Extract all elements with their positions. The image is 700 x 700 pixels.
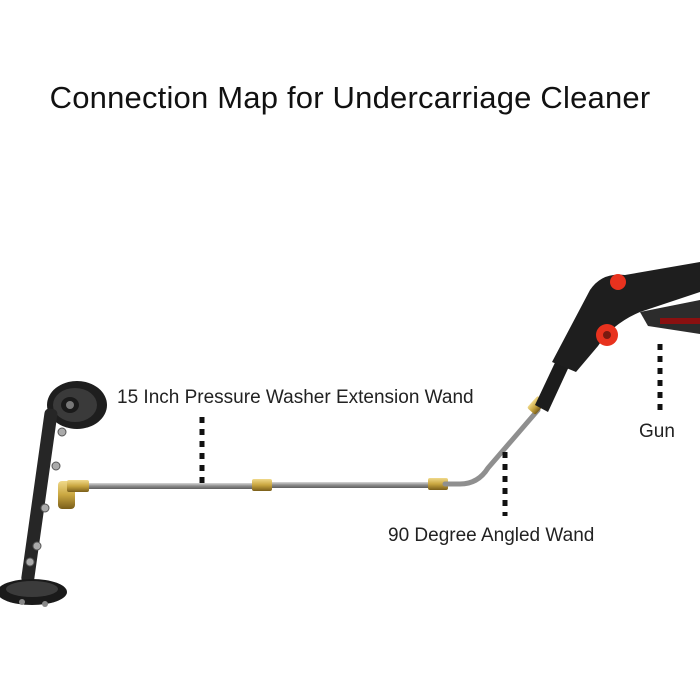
coupler-left — [67, 480, 89, 492]
coupler-right — [428, 478, 448, 490]
spray-gun — [535, 262, 700, 412]
undercarriage-cleaner — [0, 381, 107, 607]
extension-wand — [67, 478, 448, 492]
coupler-middle — [252, 479, 272, 491]
angled-wand — [442, 407, 541, 487]
gun-top-button — [610, 274, 626, 290]
gun-label: Gun — [639, 421, 675, 442]
top-wheel — [47, 381, 107, 429]
angled-wand-label: 90 Degree Angled Wand — [388, 525, 595, 546]
diagram-title: Connection Map for Undercarriage Cleaner — [49, 80, 651, 115]
callout-lines — [199, 344, 663, 516]
bottom-wheel — [0, 579, 67, 607]
extension-wand-label: 15 Inch Pressure Washer Extension Wand — [117, 387, 474, 408]
cleaner-bar — [21, 408, 58, 584]
spray-nozzles — [25, 427, 67, 567]
